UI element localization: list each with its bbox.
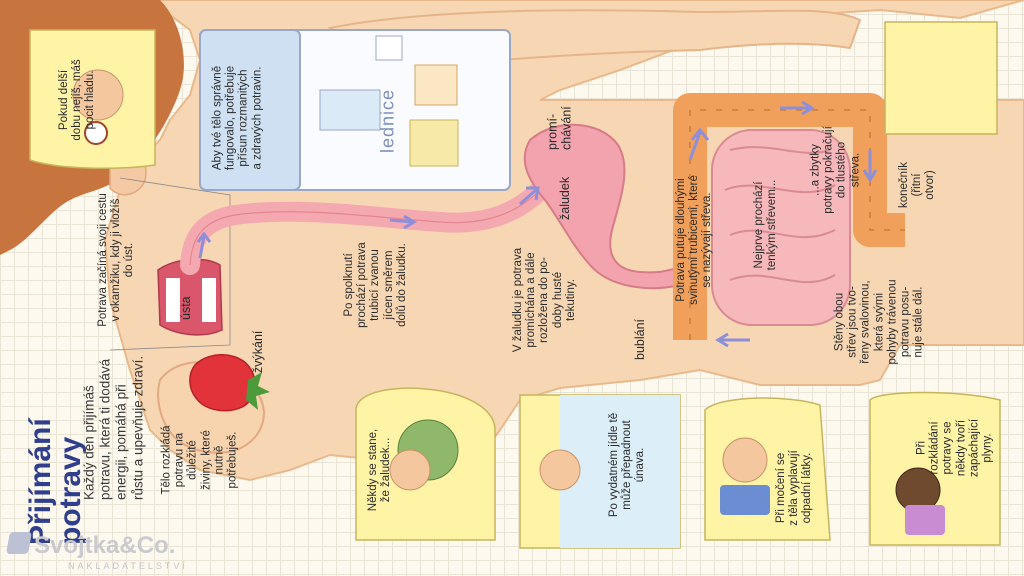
stomach [523,123,681,290]
arrow-intestine-3 [862,150,878,183]
strawberry [189,354,256,412]
chewing-label: žvýkání [250,330,265,373]
tired-card [519,394,681,549]
arrow-mouth [196,231,212,259]
arrow-esophagus [389,214,417,230]
arrow-intestine-2 [780,100,815,116]
arrow-intestine-4 [715,332,750,348]
teeth-right [202,278,216,322]
stomach-ache-card [355,387,496,541]
esophagus-edge [189,189,541,266]
mouth-label: ústa [178,296,193,320]
toilet-card [884,21,998,135]
publisher-logo: Svojtka&Co. NAKLADATELSTVÍ [6,526,228,576]
mixing-label: promí- chávání [545,106,574,150]
head-outline [109,177,231,351]
urine-card [704,397,831,541]
fridge-item-1 [319,89,381,131]
fridge-item-2 [409,119,459,167]
fridge-item-3 [414,64,458,106]
page-title: Přijímání potravy [24,418,87,545]
walls-text: Stěny obou střev jsou tvo- řeny svalovin… [833,279,926,365]
hunger-card [29,29,156,170]
large-intestine [673,93,905,340]
tired-text: Po vydatném jídle tě může přepadnout úna… [608,412,647,518]
stomach-ache-text: Někdy se stane, že žaludek... [366,428,392,512]
strawberry-leaf [246,372,270,410]
first-pass-text: Nejprve prochází tenkým střevem... [752,179,778,271]
arrow-intestine-1 [688,127,710,161]
bubbling-label: bublání [632,318,647,360]
gas-text: Při rozkládání potravy se někdy tvoří za… [915,418,994,478]
leftovers-text: ...a zbytky potravy pokračují do tlustéh… [809,126,862,214]
nutrients-text: Tělo rozkládá potravu na důležité živiny… [160,425,239,495]
stomach-text: V žaludku je potrava promíchána a dále r… [511,247,577,353]
swallow-text: Po spolknutí prochází potrava trubicí zv… [342,242,408,328]
fridge-handle [375,35,403,61]
gas-card [869,391,1001,546]
fridge-label: lednice [377,88,398,153]
fridge-text: Aby tvé tělo správně fungovalo, potřebuj… [211,65,264,171]
arrow-stomach [519,186,540,206]
fridge-door [199,29,301,191]
intestine-loops [724,146,836,284]
urine-text: Při močení se z těla vyplavují odpadní l… [775,450,814,526]
anus-label: konečník (řitní otvor) [898,161,937,209]
logo-brand: Svojtka&Co. [34,532,176,559]
stomach-label: žaludek [557,176,572,220]
hunger-text: Pokud delší dobu nejíš, máš pocit hladu. [58,59,97,141]
logo-subtitle: NAKLADATELSTVÍ [68,561,188,571]
logo-mark-icon [6,532,32,554]
small-intestine-text: Potrava putuje dlouhými svinutými trubic… [675,175,714,305]
teeth-left [166,278,180,322]
journey-start-text: Potrava začíná svoji cestu v okamžiku, k… [97,193,136,327]
